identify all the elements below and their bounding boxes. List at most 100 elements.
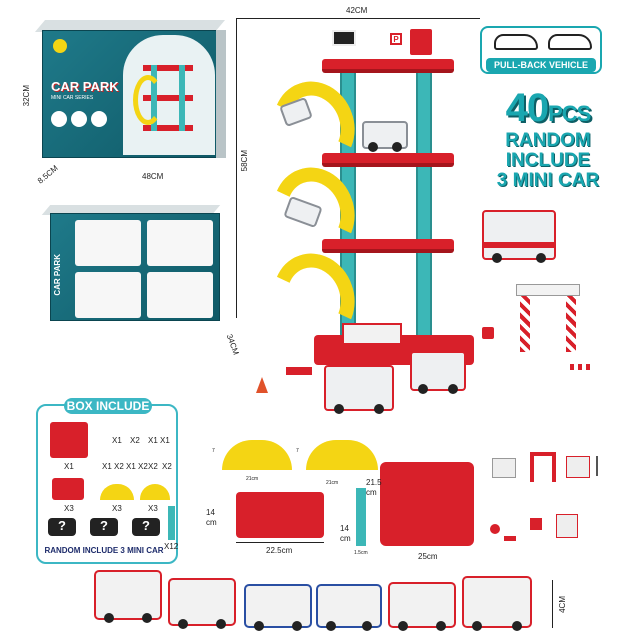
tower-depth-label: 34CM xyxy=(224,332,241,357)
pullback-car-icon-2 xyxy=(548,34,592,50)
ambulance-car xyxy=(482,210,556,263)
box-width-label: 48CM xyxy=(142,172,164,181)
tower-car-police-van xyxy=(362,121,408,152)
bi-base-part xyxy=(50,422,88,458)
bi-qty-10: X3 xyxy=(112,504,122,513)
box-back-product: CAR PARK xyxy=(36,205,222,325)
bi-qty-0: X1 xyxy=(64,462,74,471)
part-ramp-a xyxy=(222,440,292,470)
part-floor-h-unit: cm xyxy=(206,518,217,527)
accessory-station xyxy=(566,456,590,478)
top-building xyxy=(410,29,432,55)
tower-base-station xyxy=(342,323,402,345)
tower-pillar-left-top xyxy=(340,73,356,153)
box-front-tower-image xyxy=(123,35,215,155)
tower-pillar-left-low xyxy=(340,253,356,335)
random-line-3: 3 MINI CAR xyxy=(496,170,600,191)
box-side-face xyxy=(216,30,226,158)
bi-ramp-part-b xyxy=(140,484,170,500)
bi-floor-part xyxy=(52,478,84,500)
part-pillar-h-unit: cm xyxy=(340,534,351,543)
accessory-gate xyxy=(530,452,556,482)
tower-floor-2 xyxy=(322,153,454,167)
mini-car-fire-ladder xyxy=(94,570,162,623)
accessory-barrier xyxy=(596,456,610,476)
mini-car-rescue xyxy=(388,582,456,631)
part-base-w: 25cm xyxy=(418,552,438,561)
part-floor xyxy=(236,492,324,538)
bi-qty-5: X1 X2 xyxy=(102,462,124,471)
barrier-sign xyxy=(570,364,590,370)
bi-qty-6: X1 X2 xyxy=(126,462,148,471)
part-floor-w-line xyxy=(236,542,324,543)
part-pillar xyxy=(356,488,366,546)
pieces-unit: PCS xyxy=(548,101,591,126)
car-size-line xyxy=(552,580,553,628)
box-front-subtitle: MINI CAR SERIES xyxy=(51,95,94,101)
tower-dimension-left xyxy=(236,18,237,318)
bi-pillar-part xyxy=(168,506,175,540)
random-line-2: INCLUDE xyxy=(505,150,591,171)
box-front-face: CAR PARK MINI CAR SERIES xyxy=(42,30,217,158)
bi-ramp-part-a xyxy=(100,484,134,500)
part-floor-w: 22.5cm xyxy=(266,546,293,555)
tower-dimension-top xyxy=(236,18,480,19)
mini-car-ambulance xyxy=(168,578,236,629)
tower-height-label: 58CM xyxy=(240,150,249,172)
part-floor-h: 14 xyxy=(206,508,215,517)
box-include-footer: RANDOM INCLUDE 3 MINI CAR xyxy=(44,546,164,555)
bi-qty-8: X2 xyxy=(162,462,172,471)
box-back-title: CAR PARK xyxy=(53,254,62,296)
part-pillar-w: 1.5cm xyxy=(354,550,368,556)
bi-qty-12: X12 xyxy=(164,542,179,551)
pullback-badge: PULL-BACK VEHICLE xyxy=(480,26,602,74)
box-front-title: CAR PARK xyxy=(51,79,119,94)
bi-mystery-car-1: ? xyxy=(48,518,76,536)
accessory-stop-icon xyxy=(490,524,500,534)
tower-floor-1 xyxy=(322,239,454,253)
part-ramp-a-side: 7 xyxy=(212,448,215,454)
box-height-label: 32CM xyxy=(22,85,31,107)
mini-car-police-suv xyxy=(244,584,312,631)
box-depth-label: 8.5CM xyxy=(35,163,60,186)
road-sign-bar xyxy=(286,367,312,375)
pieces-badge: 40PCS RANDOM INCLUDE 3 MINI CAR xyxy=(488,86,608,196)
tower-pillar-right-low xyxy=(416,253,432,335)
tower-pillar-left-mid xyxy=(340,167,356,239)
tower-width-label: 42CM xyxy=(346,6,368,15)
bi-qty-3: X1 xyxy=(148,436,158,445)
tower-pillar-right-top xyxy=(416,73,432,153)
tower-image: P xyxy=(256,25,500,415)
tower-floor-top xyxy=(322,59,454,73)
box-include-panel: BOX INCLUDE X1 X1 X2 X1 X1 X1 X2 X1 X2 X… xyxy=(36,398,179,564)
part-ramp-a-dim: 21cm xyxy=(246,476,259,482)
box-front-logo-icon xyxy=(53,39,67,53)
bi-qty-9: X3 xyxy=(64,504,74,513)
bi-qty-7: X2 xyxy=(148,462,158,471)
bi-qty-1: X1 xyxy=(112,436,122,445)
part-ramp-b-dim: 21cm xyxy=(326,480,339,486)
box-include-title: BOX INCLUDE xyxy=(64,398,152,414)
part-base-h: 21.5 xyxy=(366,478,382,487)
part-ramp-b-side: 7 xyxy=(296,448,299,454)
accessory-sign-1 xyxy=(492,458,516,478)
random-line-1: RANDOM xyxy=(505,130,591,151)
box-front-product: CAR PARK MINI CAR SERIES 32CM 8.5CM 48CM xyxy=(22,20,226,186)
box-back-panel-3 xyxy=(75,272,141,318)
bi-qty-4: X1 xyxy=(160,436,170,445)
mini-car-fire-crane xyxy=(462,576,532,631)
accessory-small-sign xyxy=(530,518,542,530)
accessory-booth xyxy=(556,514,578,538)
stop-sign-icon xyxy=(482,327,494,339)
part-pillar-h: 14 xyxy=(340,524,349,533)
fire-truck-back xyxy=(410,351,466,394)
car-size-label: 4CM xyxy=(558,596,567,613)
part-base xyxy=(380,462,474,546)
mini-car-police-van xyxy=(316,584,382,631)
box-back-panel-2 xyxy=(147,220,213,266)
pullback-label: PULL-BACK VEHICLE xyxy=(486,58,596,72)
parking-sign-icon: P xyxy=(390,33,402,45)
bi-qty-2: X2 xyxy=(130,436,140,445)
box-back-panel-4 xyxy=(147,272,213,318)
part-base-h-unit: cm xyxy=(366,488,377,497)
